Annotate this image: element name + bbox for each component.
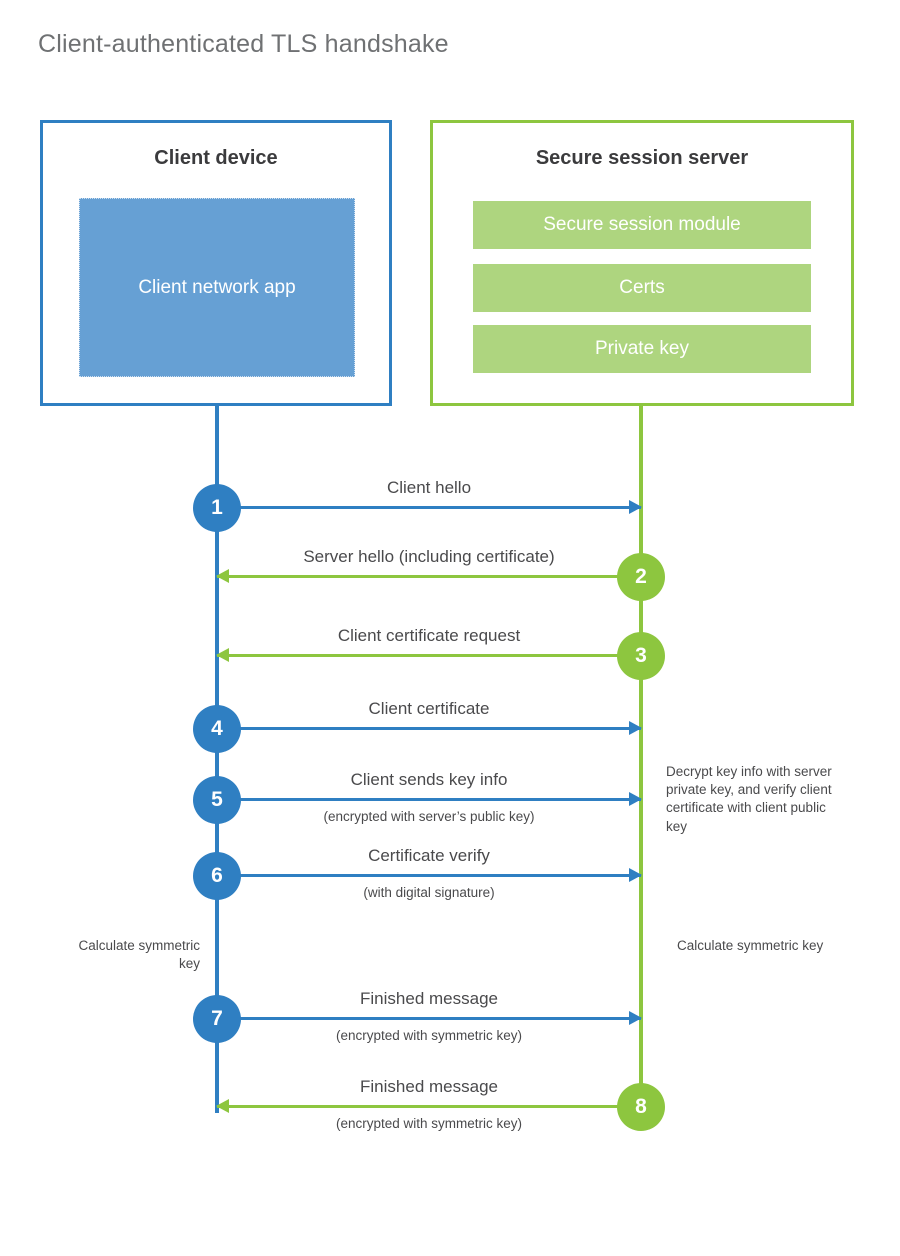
step-marker-4[interactable]: 4 [193,704,241,753]
message-sublabel-8: (encrypted with symmetric key) [335,1116,523,1131]
arrowhead-2 [216,569,229,583]
step-marker-3[interactable]: 3 [617,631,665,680]
step-marker-8[interactable]: 8 [617,1082,665,1131]
annotation-server-calculate-symmetric-key: Calculate symmetric key [677,938,824,953]
message-label-6: Certificate verify [368,846,490,865]
arrowhead-5 [629,792,642,806]
message-line-5 [217,798,641,801]
component-secure-session-module: Secure session module [473,201,811,249]
arrowhead-8 [216,1099,229,1113]
step-marker-1[interactable]: 1 [193,483,241,532]
participant-title-server: Secure session server [535,147,749,169]
message-label-4: Client certificate [368,699,490,718]
component-certs: Certs [473,264,811,312]
participant-box-client: Client device Client network app [40,120,392,406]
component-label-client-network-app: Client network app [138,276,296,298]
component-label-secure-session-module: Secure session module [543,214,741,235]
step-marker-6[interactable]: 6 [193,851,241,900]
step-marker-7[interactable]: 7 [193,994,241,1043]
arrowhead-4 [629,721,642,735]
component-private-key: Private key [473,325,811,373]
message-label-2: Server hello (including certificate) [303,547,555,566]
message-label-1: Client hello [386,478,472,497]
message-line-1 [217,506,641,509]
step-marker-5[interactable]: 5 [193,775,241,824]
message-sublabel-6: (with digital signature) [363,885,495,900]
message-line-8 [217,1105,641,1108]
participant-title-client: Client device [154,147,278,169]
message-line-3 [217,654,641,657]
lifeline-server [639,405,643,1105]
component-label-private-key: Private key [595,338,689,359]
step-marker-2[interactable]: 2 [617,552,665,601]
annotation-client-calculate-symmetric-key: Calculate symmetric key [78,938,200,972]
message-label-7: Finished message [360,989,498,1008]
arrowhead-7 [629,1011,642,1025]
message-label-3: Client certificate request [337,626,521,645]
lifeline-client [215,405,219,1113]
page-title: Client-authenticated TLS handshake [38,30,449,58]
participant-box-server: Secure session server Secure session mod… [430,120,854,406]
message-label-5: Client sends key info [350,770,508,789]
message-line-4 [217,727,641,730]
arrowhead-1 [629,500,642,514]
message-line-7 [217,1017,641,1020]
component-client-network-app: Client network app [79,198,355,377]
message-line-6 [217,874,641,877]
arrowhead-3 [216,648,229,662]
message-sublabel-5: (encrypted with server’s public key) [323,809,535,824]
message-sublabel-7: (encrypted with symmetric key) [335,1028,523,1043]
component-label-certs: Certs [619,277,665,298]
arrowhead-6 [629,868,642,882]
annotation-server-decrypt: Decrypt key info with server private key… [666,764,832,834]
message-label-8: Finished message [360,1077,498,1096]
message-line-2 [217,575,641,578]
